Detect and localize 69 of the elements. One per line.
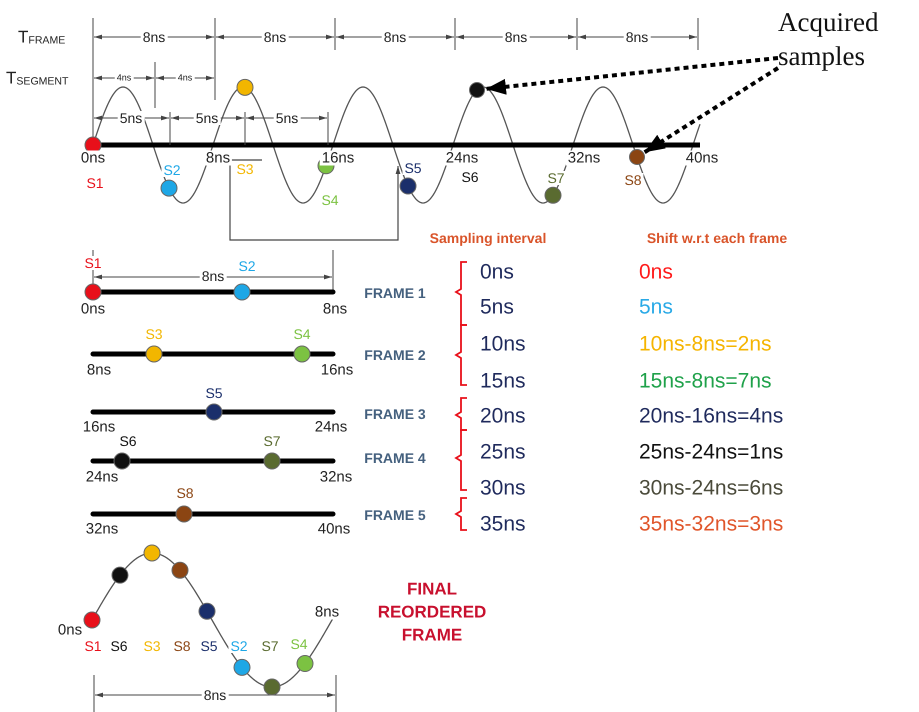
dimension-label: 8ns [200, 269, 226, 283]
sample-label: S2 [228, 639, 250, 653]
sample-label: S3 [141, 639, 163, 653]
dimension-label: 8ns [202, 688, 228, 702]
sample-label: S3 [143, 327, 165, 341]
dimension-label: 5ns [274, 111, 300, 125]
axis-label: 40ns [684, 150, 720, 166]
sample-label: S7 [261, 434, 283, 448]
dimension-label: 8ns [262, 30, 288, 44]
sample-label: S6 [108, 639, 130, 653]
dimension-label: 8ns [382, 30, 408, 44]
sample-label: S1 [82, 256, 104, 270]
axis-label: 40ns [316, 522, 352, 536]
axis-label: 32ns [318, 470, 354, 484]
dimension-label: 5ns [118, 111, 144, 125]
axis-label: 0ns [56, 622, 84, 638]
dimension-label: 8ns [624, 30, 650, 44]
axis-label: 24ns [444, 150, 480, 166]
sample-dot [469, 82, 485, 98]
axis-label: 16ns [320, 150, 356, 166]
frame-label: FRAME 2 [362, 348, 428, 362]
axis-label: 0ns [78, 302, 108, 316]
symbol-label: T$_{FRAME}$ [16, 28, 68, 46]
sample-label: S8 [174, 486, 196, 500]
sample-label: S5 [198, 639, 220, 653]
sample-label: S8 [171, 639, 193, 653]
axis-label: 32ns [566, 150, 602, 166]
arrow [644, 66, 780, 154]
callout-text: Acquired samples [778, 6, 916, 74]
frame-label: FRAME 4 [362, 451, 428, 465]
dimension-label: 4ns [176, 74, 194, 82]
axis-label: 8ns [320, 302, 350, 316]
sample-label: S1 [84, 176, 106, 190]
sample-label: S4 [288, 637, 310, 651]
sample-dot [629, 149, 645, 166]
axis-label: 24ns [312, 420, 350, 434]
frame-label: FRAME 5 [362, 508, 428, 522]
dimension-label: 4ns [114, 74, 134, 82]
dimension-label: 8ns [140, 30, 168, 44]
frame-label: FRAME 1 [362, 286, 428, 300]
axis-label: 24ns [84, 470, 120, 484]
sample-label: S1 [82, 639, 104, 653]
sample-label: S5 [203, 386, 225, 400]
axis-label: 8ns [204, 150, 232, 166]
sample-label: S8 [622, 173, 644, 187]
sample-label: S3 [234, 162, 256, 176]
axis-label: 8ns [312, 604, 342, 620]
sample-label: S7 [259, 639, 281, 653]
arrow [486, 56, 778, 95]
caption-text: FINAL REORDERED FRAME [376, 578, 488, 646]
sample-label: S6 [117, 434, 139, 448]
axis-label: 0ns [78, 150, 108, 166]
column-heading: Sampling interval [428, 231, 548, 245]
sample-label: S2 [161, 163, 183, 177]
sample-label: S4 [291, 327, 313, 341]
sample-label: S4 [319, 193, 341, 207]
axis-label: 32ns [84, 522, 120, 536]
column-heading: Shift w.r.t each frame [644, 231, 790, 245]
axis-label: 8ns [84, 362, 114, 378]
dimension-label: 5ns [194, 111, 220, 125]
sample-label: S2 [236, 259, 258, 273]
sample-label: S7 [545, 171, 567, 185]
frame-label: FRAME 3 [362, 407, 428, 421]
axis-label: 16ns [80, 420, 118, 434]
axis-label: 16ns [318, 362, 356, 378]
sample-label: S5 [402, 161, 424, 175]
symbol-label: T$_{SEGMENT}$ [4, 70, 70, 86]
dimension-label: 8ns [502, 30, 530, 44]
sample-label: S6 [459, 170, 481, 184]
